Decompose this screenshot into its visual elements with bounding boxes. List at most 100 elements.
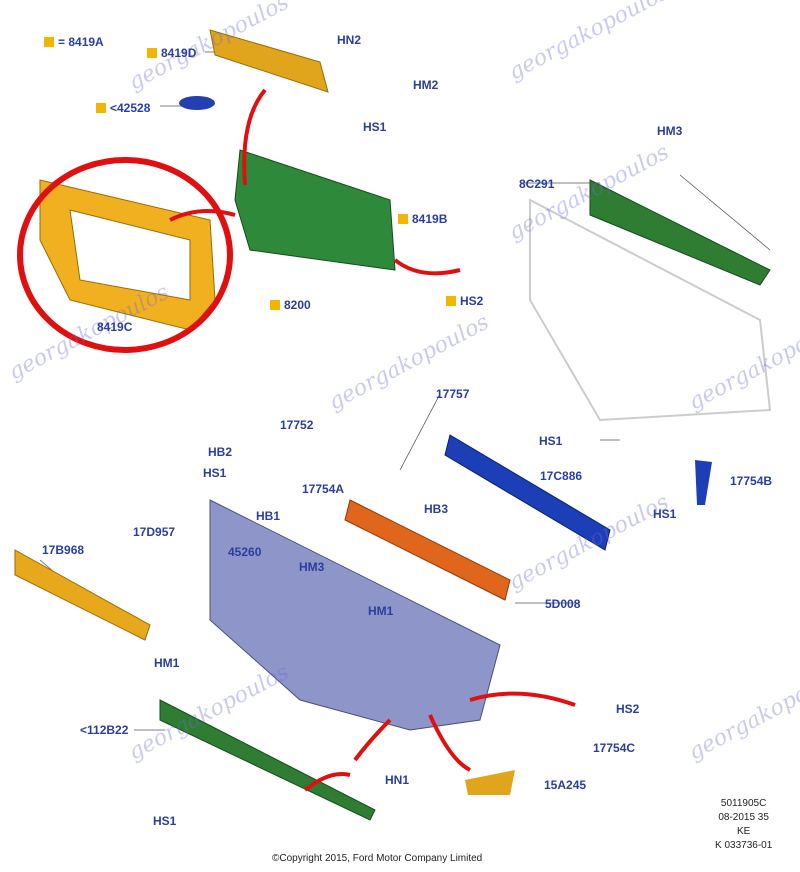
part-number: HM3 — [299, 560, 325, 574]
part-number: 17754C — [593, 741, 636, 755]
shield-8C291 — [589, 179, 771, 286]
part-number: 45260 — [228, 545, 262, 559]
doc-code: KE — [736, 826, 751, 837]
part-label-112B22: <112B22 — [80, 723, 128, 737]
doc-date: 08-2015 35 — [718, 812, 769, 823]
part-label-17B968: 17B968 — [42, 543, 84, 557]
part-label-8C291: 8C291 — [519, 177, 554, 191]
new-part-marker — [446, 296, 456, 306]
part-number: 5D008 — [545, 597, 581, 611]
absorber-5D008 — [344, 499, 511, 601]
part-label-HM3-b: HM3 — [299, 560, 324, 574]
part-number: 17754A — [302, 482, 345, 496]
part-label-HM1-a: HM1 — [368, 604, 393, 618]
part-number: HM2 — [413, 78, 439, 92]
bracket-17B968 — [14, 549, 151, 641]
part-label-8200: 8200 — [270, 298, 311, 312]
new-part-marker — [96, 103, 106, 113]
part-label-HM3-top: HM3 — [657, 124, 682, 138]
part-label-HS2-b: HS2 — [616, 702, 639, 716]
part-label-17757: 17757 — [436, 387, 469, 401]
part-number: HB3 — [424, 502, 449, 516]
part-number: <42528 — [110, 101, 151, 115]
part-label-HS1-top: HS1 — [363, 120, 386, 134]
part-label-17754C: 17754C — [593, 741, 635, 755]
part-label-5D008: 5D008 — [545, 597, 580, 611]
part-number: 8C291 — [519, 177, 555, 191]
legend: = 8419A — [44, 35, 104, 49]
part-number: 17757 — [436, 387, 470, 401]
new-part-marker — [147, 48, 157, 58]
part-label-8419C: 8419C — [97, 320, 132, 334]
part-label-17752: 17752 — [280, 418, 313, 432]
doc-number: 5011905C — [720, 798, 767, 809]
part-label-HS1-b: HS1 — [539, 434, 562, 448]
part-number: 17B968 — [42, 543, 85, 557]
new-part-marker — [270, 300, 280, 310]
part-number: 8419D — [161, 46, 197, 60]
part-number: 15A245 — [544, 778, 587, 792]
part-label-45260: 45260 — [228, 545, 261, 559]
part-number: HN1 — [385, 773, 410, 787]
bumper-17D957 — [209, 499, 501, 731]
part-label-17754A: 17754A — [302, 482, 344, 496]
grille-8200 — [234, 149, 396, 271]
part-number: HM1 — [154, 656, 180, 670]
part-number: HS1 — [539, 434, 563, 448]
red-arrows — [169, 88, 576, 792]
part-number: HM3 — [657, 124, 683, 138]
part-number: HB2 — [208, 445, 233, 459]
leader-lines — [39, 51, 771, 731]
part-label-HB2: HB2 — [208, 445, 232, 459]
part-number: HS1 — [203, 466, 227, 480]
part-label-HB3: HB3 — [424, 502, 448, 516]
legend-text: = 8419A — [58, 35, 104, 49]
part-label-HM1-b: HM1 — [154, 656, 179, 670]
lower-trim-112B22 — [159, 699, 376, 821]
part-label-HS1-c: HS1 — [653, 507, 676, 521]
part-label-HS2-top: HS2 — [446, 294, 483, 308]
upper-grille-bar — [209, 29, 329, 93]
part-label-HM2-top: HM2 — [413, 78, 438, 92]
ford-emblem — [179, 96, 215, 110]
part-label-HN2: HN2 — [337, 33, 361, 47]
fog-lamp-bezel-15A245 — [465, 770, 515, 795]
part-number: HS2 — [460, 294, 484, 308]
part-number: 8419C — [97, 320, 133, 334]
highlight-circle — [17, 157, 233, 353]
part-number: 17D957 — [133, 525, 176, 539]
part-label-HS1-a: HS1 — [203, 466, 226, 480]
radiator-support — [529, 198, 772, 422]
part-number: HM1 — [368, 604, 394, 618]
copyright: ©Copyright 2015, Ford Motor Company Limi… — [272, 853, 483, 864]
part-number: HS1 — [363, 120, 387, 134]
part-label-HN1: HN1 — [385, 773, 409, 787]
part-number: 8200 — [284, 298, 311, 312]
doc-ref: K 033736-01 — [715, 840, 773, 851]
part-number: <112B22 — [80, 723, 129, 737]
part-label-17C886: 17C886 — [540, 469, 582, 483]
legend-swatch — [44, 37, 54, 47]
document-info: 5011905C 08-2015 35 KE K 033736-01 — [715, 797, 772, 853]
part-number: HS1 — [653, 507, 677, 521]
part-label-8419B: 8419B — [398, 212, 447, 226]
reinforcement-17757 — [444, 434, 611, 551]
part-label-17D957: 17D957 — [133, 525, 175, 539]
part-number: HB1 — [256, 509, 281, 523]
part-number: HN2 — [337, 33, 362, 47]
part-number: HS2 — [616, 702, 640, 716]
part-number: HS1 — [153, 814, 177, 828]
part-label-8419D: 8419D — [147, 46, 196, 60]
new-part-marker — [398, 214, 408, 224]
part-label-15A245: 15A245 — [544, 778, 586, 792]
part-number: 17754B — [730, 474, 773, 488]
bracket-17754B — [695, 460, 712, 505]
part-label-HS1-d: HS1 — [153, 814, 176, 828]
part-number: 17752 — [280, 418, 314, 432]
part-label-HB1: HB1 — [256, 509, 280, 523]
part-label-42528: <42528 — [96, 101, 150, 115]
part-label-17754B: 17754B — [730, 474, 772, 488]
part-number: 17C886 — [540, 469, 583, 483]
